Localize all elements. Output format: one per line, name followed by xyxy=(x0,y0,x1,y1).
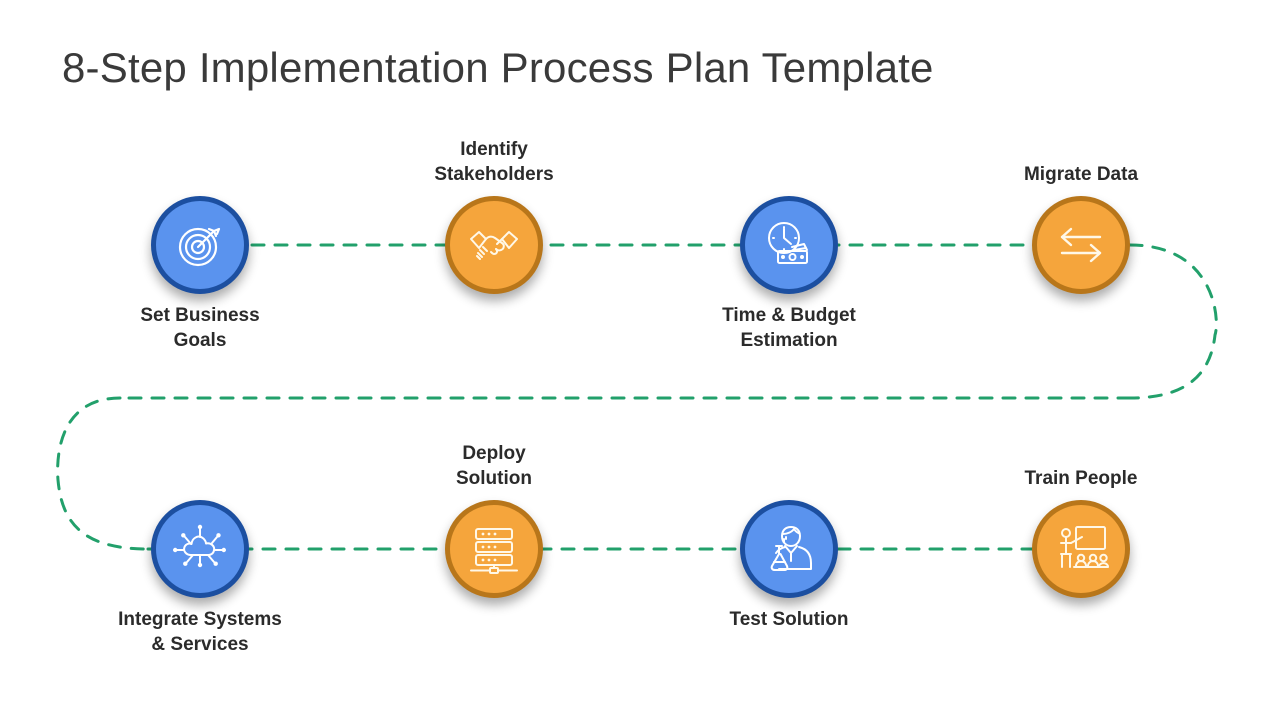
step-icon-circle-6[interactable] xyxy=(445,500,543,598)
step-label-3: Time & Budget Estimation xyxy=(722,305,856,352)
target-arrow-icon xyxy=(173,218,227,272)
scientist-flask-icon xyxy=(761,521,817,577)
step-label-2: Identify Stakeholders xyxy=(434,138,554,185)
step-label-6: Deploy Solution xyxy=(456,442,532,489)
step-label-5: Integrate Systems & Services xyxy=(118,609,282,656)
clock-money-icon xyxy=(761,217,817,273)
connector-left-loop xyxy=(56,396,150,551)
step-icon-circle-5[interactable] xyxy=(151,500,249,598)
step-label-4: Migrate Data xyxy=(1023,163,1139,185)
page-title: 8-Step Implementation Process Plan Templ… xyxy=(62,44,934,91)
step-icon-circle-7[interactable] xyxy=(740,500,838,598)
step-label-1: Set Business Goals xyxy=(140,305,260,352)
cloud-network-icon xyxy=(171,520,229,578)
connector-right-loop xyxy=(1128,243,1218,400)
step-icon-circle-2[interactable] xyxy=(445,196,543,294)
step-icon-circle-1[interactable] xyxy=(151,196,249,294)
step-label-8: Train People xyxy=(1024,467,1138,489)
step-label-7: Test Solution xyxy=(729,609,849,630)
server-rack-icon xyxy=(466,521,522,577)
data-transfer-arrows-icon xyxy=(1052,216,1110,274)
step-icon-circle-3[interactable] xyxy=(740,196,838,294)
trainer-whiteboard-icon xyxy=(1052,520,1110,578)
step-icon-circle-8[interactable] xyxy=(1032,500,1130,598)
handshake-icon xyxy=(466,217,522,273)
step-icon-circle-4[interactable] xyxy=(1032,196,1130,294)
